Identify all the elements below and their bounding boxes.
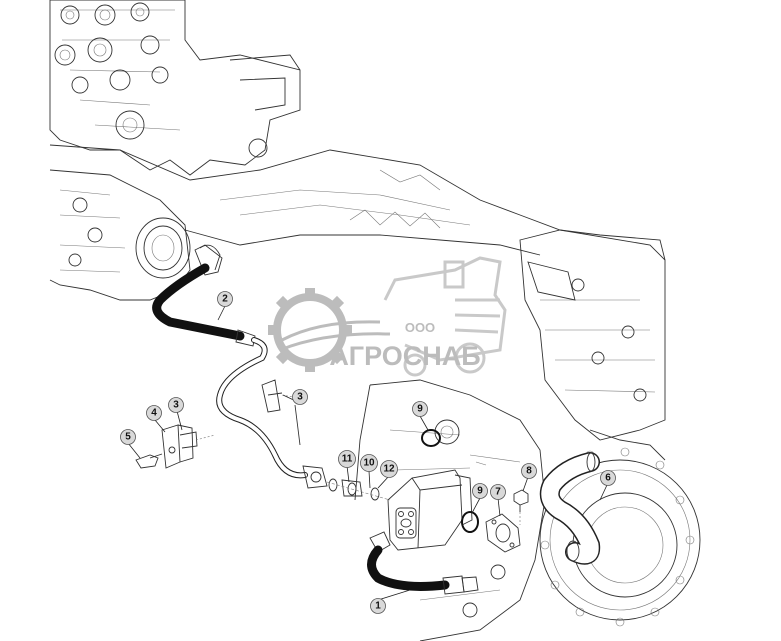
callout-3-bracket-label: 3 bbox=[173, 400, 179, 411]
part-8-bolt bbox=[513, 489, 529, 525]
callout-3-upper-label: 3 bbox=[297, 392, 303, 403]
callout-2: 2 bbox=[217, 291, 233, 307]
axle-housing-drawing bbox=[49, 0, 701, 641]
watermark-prefix: ООО bbox=[405, 320, 435, 335]
callout-9-lower: 9 bbox=[472, 483, 488, 499]
watermark: ООО АГРОСНАБ bbox=[268, 256, 507, 377]
callout-6: 6 bbox=[600, 470, 616, 486]
callout-5-label: 5 bbox=[125, 432, 131, 443]
callout-9-lower-label: 9 bbox=[477, 486, 483, 497]
callout-6-label: 6 bbox=[605, 473, 611, 484]
part-1-hose bbox=[367, 531, 479, 595]
callout-1-label: 1 bbox=[375, 601, 381, 612]
callout-3-bracket: 3 bbox=[168, 397, 184, 413]
callout-11-label: 11 bbox=[342, 454, 353, 465]
callout-12-label: 12 bbox=[383, 464, 395, 475]
part-9-o-rings bbox=[421, 429, 479, 533]
callout-3-upper: 3 bbox=[292, 389, 308, 405]
fittings bbox=[326, 478, 391, 501]
gear-icon bbox=[268, 288, 391, 372]
callout-5: 5 bbox=[120, 429, 136, 445]
part-2-hose bbox=[152, 244, 328, 489]
callout-8: 8 bbox=[521, 463, 537, 479]
callout-12: 12 bbox=[380, 460, 398, 478]
callout-4: 4 bbox=[146, 405, 162, 421]
callout-10-label: 10 bbox=[363, 458, 375, 469]
callout-9-upper-label: 9 bbox=[417, 404, 423, 415]
watermark-name: АГРОСНАБ bbox=[329, 341, 480, 371]
callout-10: 10 bbox=[360, 454, 378, 472]
callout-2-label: 2 bbox=[222, 294, 228, 305]
bracket-assembly bbox=[135, 424, 216, 469]
part-6-pipe bbox=[539, 452, 601, 565]
callout-1: 1 bbox=[370, 598, 386, 614]
leader-lines bbox=[127, 305, 608, 601]
part-3-clip-upper bbox=[261, 379, 301, 446]
harvester-icon bbox=[383, 256, 507, 377]
callout-9-upper: 9 bbox=[412, 401, 428, 417]
callout-7: 7 bbox=[490, 484, 506, 500]
hydraulic-pump bbox=[387, 469, 473, 551]
callout-11: 11 bbox=[338, 450, 356, 468]
callout-4-label: 4 bbox=[151, 408, 157, 419]
part-7-flange bbox=[485, 513, 521, 553]
callout-8-label: 8 bbox=[526, 466, 532, 477]
callout-7-label: 7 bbox=[495, 487, 501, 498]
